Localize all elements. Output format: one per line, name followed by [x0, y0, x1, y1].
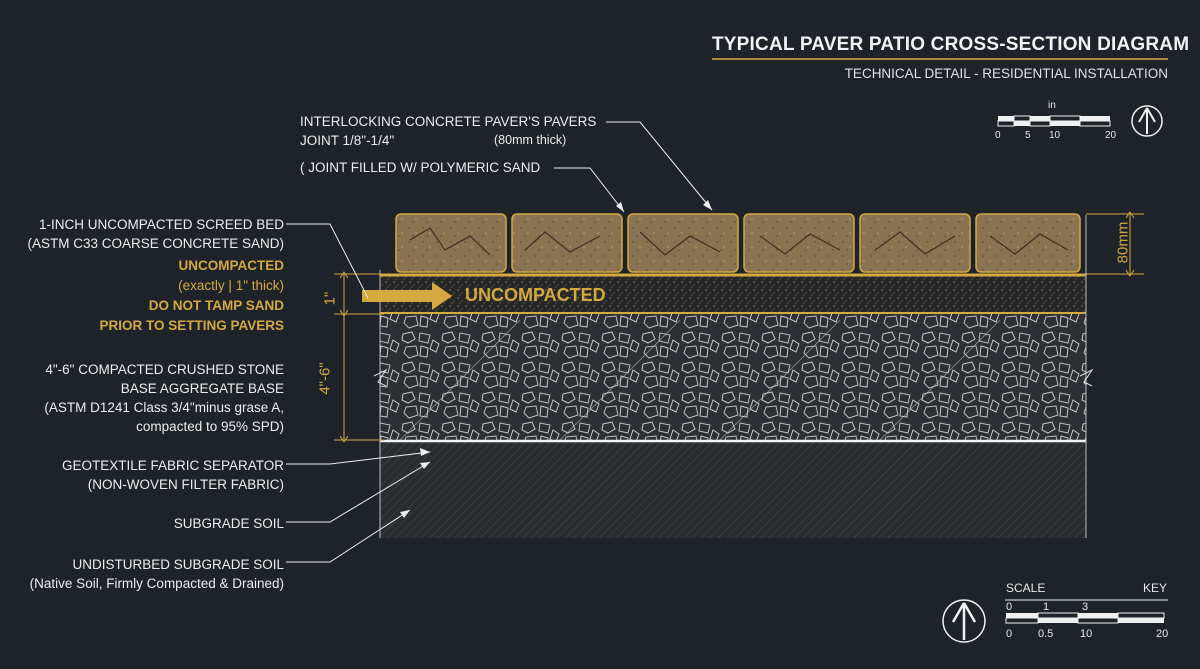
bottom-scale-label: SCALE — [1006, 581, 1046, 595]
north-arrow-icon — [1131, 105, 1163, 137]
screed-callout-line1: 1-INCH UNCOMPACTED SCREED BED — [38, 217, 284, 232]
subgrade-soil-layer — [380, 442, 1086, 538]
top-scale-tick: 10 — [1049, 130, 1061, 141]
undisturbed-callout-line2: (Native Soil, Firmly Compacted & Drained… — [29, 576, 284, 591]
paver-block — [395, 213, 507, 273]
paver-block — [511, 213, 623, 273]
bottom-scale-tick-lower: 10 — [1080, 628, 1093, 640]
gravel-base-layer — [380, 314, 1086, 440]
top-scale-tick: 20 — [1105, 130, 1117, 141]
paver-callout-line1: INTERLOCKING CONCRETE PAVER'S PAVERS — [300, 114, 597, 129]
bottom-scale-tick-lower: 20 — [1156, 628, 1169, 640]
bottom-scale-tick-upper: 3 — [1082, 601, 1089, 613]
bottom-scale-tick-upper: 1 — [1043, 601, 1050, 613]
paver-block — [627, 213, 739, 273]
screed-callout-line6: PRIOR TO SETTING PAVERS — [99, 318, 284, 333]
paver-block — [859, 213, 971, 273]
geotextile-callout-line1: GEOTEXTILE FABRIC SEPARATOR — [61, 458, 284, 473]
screed-callout-line4: (exactly | 1" thick) — [178, 278, 284, 293]
screed-callout-line2: (ASTM C33 COARSE CONCRETE SAND) — [27, 236, 284, 251]
diagram-title: TYPICAL PAVER PATIO CROSS-SECTION DIAGRA… — [712, 34, 1190, 55]
bottom-scale-tick-lower: 0 — [1006, 628, 1013, 640]
screed-callout-line5: DO NOT TAMP SAND — [148, 298, 284, 313]
base-callout-line1: 4"-6" COMPACTED CRUSHED STONE — [45, 362, 284, 377]
diagram-subtitle: TECHNICAL DETAIL - RESIDENTIAL INSTALLAT… — [844, 66, 1168, 81]
screed-callout-line3: UNCOMPACTED — [178, 258, 285, 273]
top-scale-unit: in — [1048, 100, 1056, 111]
base-callout-line3: (ASTM D1241 Class 3/4"minus grase A, — [44, 400, 284, 415]
dim-paver-label: 80mm — [1114, 221, 1132, 264]
subgrade-callout-line1: SUBGRADE SOIL — [173, 516, 284, 531]
north-arrow-icon — [942, 599, 986, 643]
paver-callout-line2: JOINT 1/8"-1/4" — [300, 133, 395, 148]
uncompacted-tag: UNCOMPACTED — [465, 285, 606, 305]
sand-bed-layer — [380, 275, 1086, 312]
top-scale-tick: 0 — [995, 130, 1001, 141]
dim-screed-label: 1" — [321, 291, 339, 306]
paver-callout-thickness: (80mm thick) — [494, 133, 567, 147]
top-scale-tick: 5 — [1025, 130, 1031, 141]
bottom-scale-bar — [1005, 599, 1168, 624]
base-callout-line4: compacted to 95% SPD) — [136, 419, 284, 434]
top-scale-bar — [997, 115, 1111, 127]
bottom-key-label: KEY — [1143, 581, 1168, 595]
uncompacted-arrow-icon — [362, 282, 452, 310]
geotextile-callout-line2: (NON-WOVEN FILTER FABRIC) — [87, 477, 284, 492]
base-callout-line2: BASE AGGREGATE BASE — [120, 381, 284, 396]
paver-row — [395, 213, 1081, 273]
bottom-scale-tick-lower: 0.5 — [1038, 628, 1054, 640]
bottom-scale-tick-upper: 0 — [1006, 601, 1013, 613]
dim-base-label: 4"-6" — [316, 362, 334, 395]
paver-callout-line3: ( JOINT FILLED W/ POLYMERIC SAND — [300, 160, 541, 175]
undisturbed-callout-line1: UNDISTURBED SUBGRADE SOIL — [72, 557, 284, 572]
